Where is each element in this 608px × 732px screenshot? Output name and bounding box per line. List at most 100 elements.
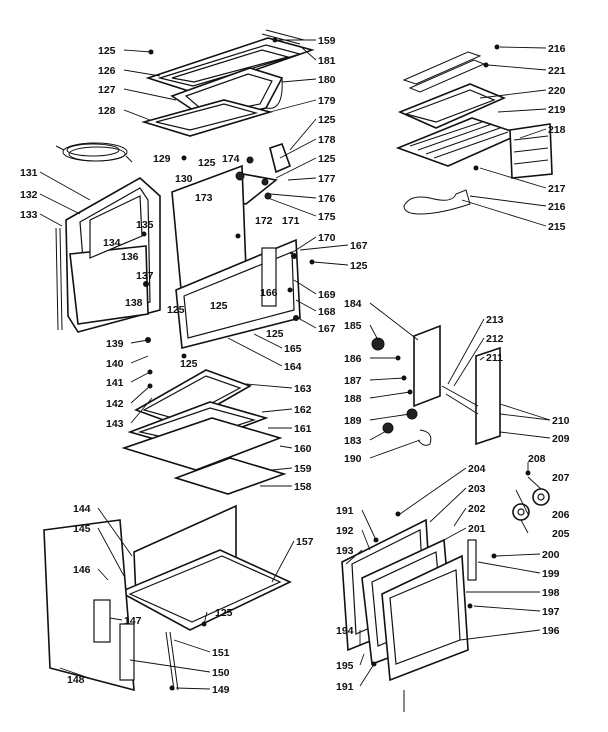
oven-racks-elements: [395, 51, 553, 215]
part-label-211: 211: [486, 352, 503, 364]
part-label-167: 167: [318, 323, 336, 335]
leader-lines: [39, 39, 551, 690]
part-label-181: 181: [318, 55, 336, 67]
part-label-205: 205: [552, 528, 570, 540]
part-label-187: 187: [344, 375, 362, 387]
part-label-169: 169: [318, 289, 336, 301]
part-label-146: 146: [73, 564, 91, 576]
part-label-142: 142: [106, 398, 124, 410]
part-label-185: 185: [344, 320, 362, 332]
part-label-218: 218: [548, 124, 566, 136]
part-label-132: 132: [20, 189, 38, 201]
part-label-163: 163: [294, 383, 312, 395]
part-label-136: 136: [121, 251, 139, 263]
part-label-172: 172: [255, 215, 273, 227]
part-label-195: 195: [336, 660, 354, 672]
part-label-125: 125: [318, 114, 336, 126]
part-label-203: 203: [468, 483, 486, 495]
part-label-184: 184: [344, 298, 362, 310]
part-label-140: 140: [106, 358, 124, 370]
part-label-125: 125: [98, 45, 116, 57]
cooktop-top-assembly: [141, 29, 315, 137]
part-label-191: 191: [336, 681, 354, 693]
part-label-125: 125: [350, 260, 368, 272]
part-label-217: 217: [548, 183, 566, 195]
part-label-201: 201: [468, 523, 486, 535]
part-label-194: 194: [336, 625, 354, 637]
part-label-220: 220: [548, 85, 566, 97]
part-label-131: 131: [20, 167, 38, 179]
oven-door-assembly: [341, 518, 477, 682]
part-label-177: 177: [318, 173, 336, 185]
wiring-harness: [55, 142, 133, 163]
part-label-129: 129: [153, 153, 171, 165]
part-label-209: 209: [552, 433, 570, 445]
left-side-panel: [55, 177, 161, 333]
part-label-160: 160: [294, 443, 312, 455]
part-label-192: 192: [336, 525, 354, 537]
part-label-171: 171: [282, 215, 300, 227]
part-label-133: 133: [20, 209, 38, 221]
part-label-178: 178: [318, 134, 336, 146]
part-label-190: 190: [344, 453, 362, 465]
part-label-126: 126: [98, 65, 116, 77]
part-label-161: 161: [294, 423, 312, 435]
part-label-202: 202: [468, 503, 486, 515]
part-label-199: 199: [542, 568, 560, 580]
part-label-125: 125: [266, 328, 284, 340]
part-label-176: 176: [318, 193, 336, 205]
part-label-212: 212: [486, 333, 504, 345]
part-label-125: 125: [167, 304, 185, 316]
part-label-158: 158: [294, 481, 312, 493]
part-label-159: 159: [294, 463, 312, 475]
part-label-170: 170: [318, 232, 336, 244]
storage-drawer: [43, 504, 292, 692]
part-label-138: 138: [125, 297, 143, 309]
part-label-125: 125: [180, 358, 198, 370]
part-label-213: 213: [486, 314, 504, 326]
oven-front-frame: [171, 142, 301, 350]
control-panel-assembly: [371, 324, 501, 446]
part-label-219: 219: [548, 104, 566, 116]
part-label-165: 165: [284, 343, 302, 355]
part-number-labels: 125 126 127 128 159 181 180 179 125 178 …: [20, 35, 570, 696]
part-label-197: 197: [542, 606, 560, 618]
part-label-135: 135: [136, 219, 154, 231]
part-label-141: 141: [106, 377, 124, 389]
part-label-186: 186: [344, 353, 362, 365]
fasteners: [141, 37, 531, 691]
broiler-pan-assembly: [121, 369, 287, 495]
part-label-149: 149: [212, 684, 230, 696]
part-label-143: 143: [106, 418, 124, 430]
part-label-191: 191: [336, 505, 354, 517]
part-label-179: 179: [318, 95, 336, 107]
part-label-166: 166: [260, 287, 278, 299]
part-label-125: 125: [198, 157, 216, 169]
part-label-164: 164: [284, 361, 302, 373]
part-label-137: 137: [136, 270, 154, 282]
part-label-167: 167: [350, 240, 368, 252]
control-knobs: [512, 488, 550, 521]
part-label-183: 183: [344, 435, 362, 447]
part-label-145: 145: [73, 523, 91, 535]
part-label-208: 208: [528, 453, 546, 465]
part-label-210: 210: [552, 415, 570, 427]
part-label-162: 162: [294, 404, 312, 416]
part-label-157: 157: [296, 536, 314, 548]
part-label-175: 175: [318, 211, 336, 223]
part-label-159: 159: [318, 35, 336, 47]
part-label-207: 207: [552, 472, 570, 484]
part-label-216: 216: [548, 43, 566, 55]
part-label-148: 148: [67, 674, 85, 686]
part-label-216: 216: [548, 201, 566, 213]
part-label-125: 125: [215, 607, 233, 619]
part-label-127: 127: [98, 84, 116, 96]
part-label-168: 168: [318, 306, 336, 318]
part-label-125: 125: [210, 300, 228, 312]
part-label-144: 144: [73, 503, 91, 515]
part-label-125: 125: [318, 153, 336, 165]
part-label-134: 134: [103, 237, 121, 249]
part-label-196: 196: [542, 625, 560, 637]
part-label-180: 180: [318, 74, 336, 86]
